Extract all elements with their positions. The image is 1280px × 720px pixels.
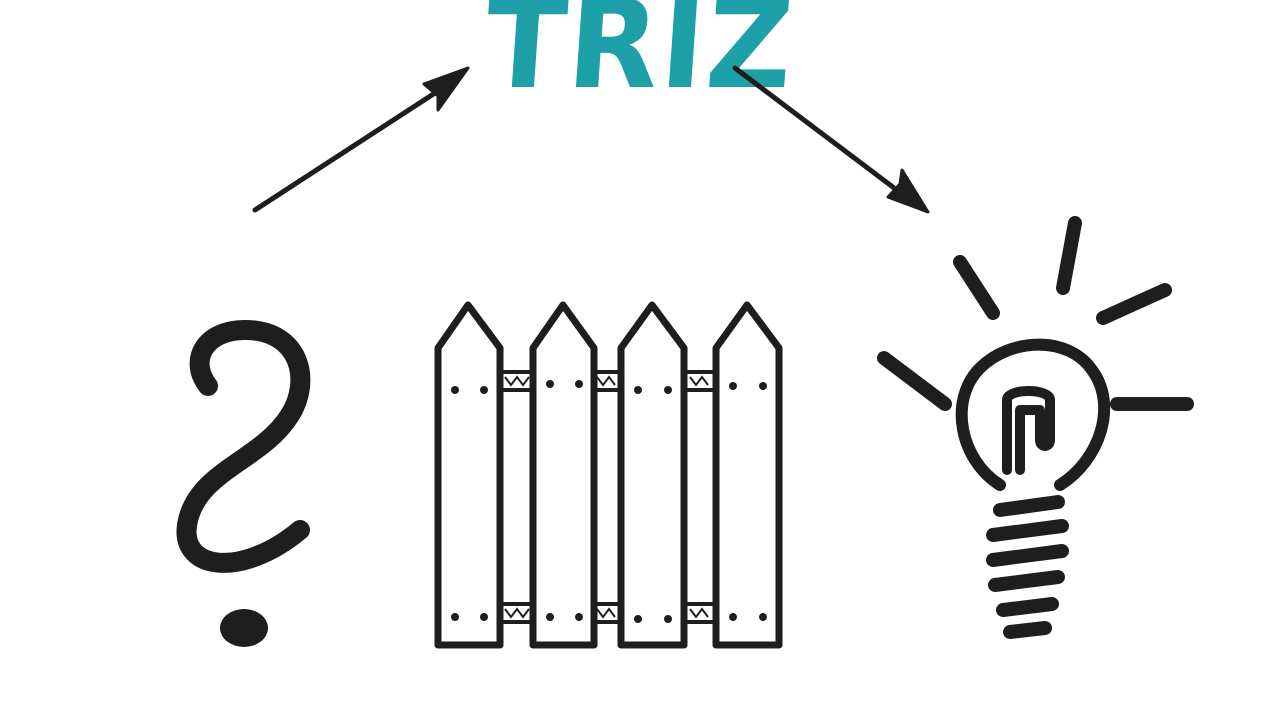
fence-icon — [434, 301, 783, 649]
question-mark-icon — [176, 320, 311, 647]
light-bulb-icon — [877, 216, 1194, 639]
arrow-right-down-icon — [732, 65, 930, 214]
arrow-right-up-icon — [252, 66, 470, 213]
